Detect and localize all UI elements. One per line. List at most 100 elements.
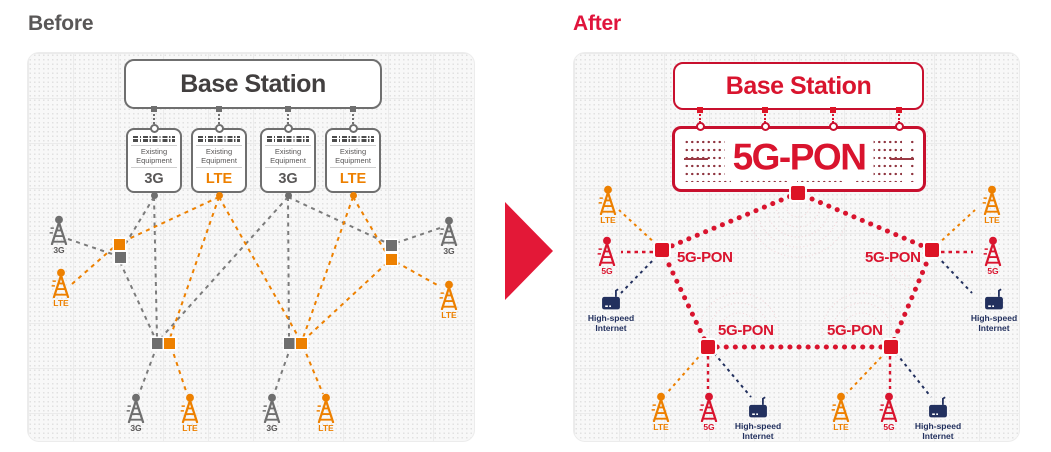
stem-dot: [762, 107, 768, 113]
tower-label: LTE: [441, 310, 457, 320]
junction-node: [164, 338, 175, 349]
equipment-caption: Existing Equipment: [335, 147, 371, 165]
pon-node-label: 5G-PON: [827, 322, 883, 339]
junction-node: [114, 239, 125, 250]
cell-tower-3g: 3G: [42, 215, 76, 256]
cell-tower-lte: LTE: [644, 392, 678, 433]
cell-tower-icon: [180, 393, 199, 423]
tower-label: 5G: [703, 422, 715, 432]
stem-line: [898, 111, 900, 123]
stem-line: [153, 110, 155, 124]
pon-node: [925, 243, 939, 257]
cell-tower-lte: LTE: [309, 393, 343, 434]
port-circle: [348, 123, 358, 133]
junction-node: [296, 338, 307, 349]
port-circle: [695, 121, 705, 131]
internet-label: High-speed Internet: [914, 421, 962, 441]
tower-label: LTE: [833, 422, 849, 432]
port-circle: [828, 121, 838, 131]
cell-tower-5g: 5G: [692, 392, 726, 433]
equipment-label: LTE: [205, 171, 233, 188]
cell-tower-lte: LTE: [44, 268, 78, 309]
tower-label: LTE: [53, 298, 69, 308]
stem-line: [699, 111, 701, 123]
cell-tower-icon: [597, 236, 616, 266]
stem-dot: [830, 107, 836, 113]
pon-node: [791, 186, 805, 200]
before-connection-lines: [67, 196, 441, 395]
equipment-out-dot: [350, 192, 357, 199]
cell-tower-icon: [879, 392, 898, 422]
pon-label: 5G-PON: [724, 136, 874, 179]
stem-line: [218, 110, 220, 124]
before-panel: Base Station Existing Equipment 3G Exist…: [27, 52, 475, 442]
tower-label: LTE: [182, 423, 198, 433]
tower-label: 3G: [53, 245, 65, 255]
port-circle: [283, 123, 293, 133]
tower-label: 3G: [443, 246, 455, 256]
pon-node-label: 5G-PON: [677, 249, 733, 266]
base-station-label: Base Station: [180, 69, 326, 98]
junction-node: [386, 254, 397, 265]
cell-tower-5g: 5G: [590, 236, 624, 277]
modem-icon: [985, 288, 1003, 310]
tower-label: LTE: [318, 423, 334, 433]
internet-label: High-speed Internet: [970, 313, 1018, 333]
equipment-out-dot: [285, 192, 292, 199]
pon-divider: [684, 158, 708, 161]
port-circle: [894, 121, 904, 131]
after-panel: Base Station 5G-PON 5G-PON 5G-PON 5G-PON…: [573, 52, 1020, 442]
tower-label: LTE: [653, 422, 669, 432]
transition-arrow-icon: [505, 202, 553, 300]
pon-node-label: 5G-PON: [865, 249, 921, 266]
cell-tower-icon: [126, 393, 145, 423]
after-connection-lines: [618, 190, 976, 398]
tower-label: 5G: [601, 266, 613, 276]
pon-divider: [890, 158, 914, 161]
equipment-out-dot: [216, 192, 223, 199]
equipment-box-lte: Existing Equipment LTE: [325, 128, 381, 193]
junction-node: [386, 240, 397, 251]
pon-node: [655, 243, 669, 257]
internet-modem: High-speed Internet: [728, 396, 788, 442]
cell-tower-icon: [51, 268, 70, 298]
cell-tower-icon: [983, 236, 1002, 266]
stem-dot: [896, 107, 902, 113]
cell-tower-lte: LTE: [173, 393, 207, 434]
pon-box: 5G-PON: [672, 126, 926, 192]
base-station-box: Base Station: [673, 62, 924, 110]
cell-tower-3g: 3G: [119, 393, 153, 434]
junction-node: [115, 252, 126, 263]
tower-label: 5G: [987, 266, 999, 276]
cell-tower-5g: 5G: [976, 236, 1010, 277]
stem-dot: [151, 106, 157, 112]
port-circle: [214, 123, 224, 133]
tower-label: LTE: [984, 215, 1000, 225]
base-station-box: Base Station: [124, 59, 382, 109]
equipment-label: 3G: [144, 171, 164, 188]
after-title: After: [573, 12, 622, 35]
stem-line: [287, 110, 289, 124]
stem-line: [764, 111, 766, 123]
before-title: Before: [28, 12, 94, 35]
equipment-box-3g: Existing Equipment 3G: [126, 128, 182, 193]
modem-icon: [929, 396, 947, 418]
pon-node: [884, 340, 898, 354]
cell-tower-lte: LTE: [591, 185, 625, 226]
port-circle: [149, 123, 159, 133]
equipment-box-3g: Existing Equipment 3G: [260, 128, 316, 193]
port-circle: [760, 121, 770, 131]
cell-tower-lte: LTE: [824, 392, 858, 433]
internet-modem: High-speed Internet: [581, 288, 641, 334]
cell-tower-icon: [49, 215, 68, 245]
internet-modem: High-speed Internet: [908, 396, 968, 442]
cell-tower-5g: 5G: [872, 392, 906, 433]
internet-label: High-speed Internet: [587, 313, 635, 333]
pon-node-label: 5G-PON: [718, 322, 774, 339]
stem-dot: [216, 106, 222, 112]
equipment-out-dot: [151, 192, 158, 199]
equipment-panel-pattern: [198, 134, 240, 143]
tower-label: LTE: [600, 215, 616, 225]
stem-dot: [350, 106, 356, 112]
equipment-panel-pattern: [332, 134, 374, 143]
